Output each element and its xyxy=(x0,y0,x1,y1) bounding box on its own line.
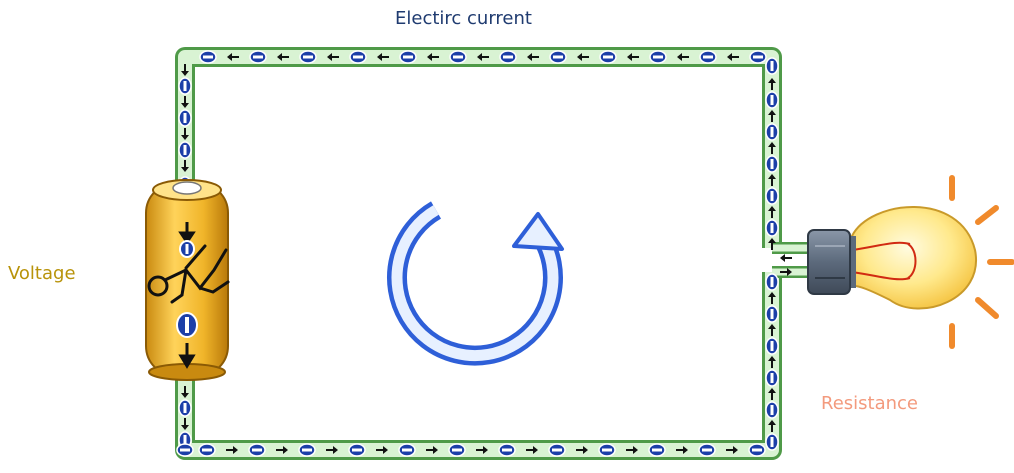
flow-arrow-icon xyxy=(227,53,239,61)
flow-arrow-icon xyxy=(768,174,776,186)
electron-minus-icon xyxy=(178,141,192,159)
flow-arrow-icon xyxy=(768,292,776,304)
electron-minus-icon xyxy=(765,187,779,205)
flow-arrow-icon xyxy=(768,388,776,400)
electron-minus-icon xyxy=(765,401,779,419)
flow-arrow-icon xyxy=(768,206,776,218)
electron-minus-icon xyxy=(765,219,779,237)
circular-arrow-icon xyxy=(387,201,564,366)
flow-arrow-icon xyxy=(768,238,776,250)
flow-arrow-icon xyxy=(726,446,738,454)
flow-arrow-icon xyxy=(626,446,638,454)
electron-minus-icon xyxy=(348,443,366,457)
electron-minus-icon xyxy=(765,305,779,323)
electron-minus-icon xyxy=(199,50,217,64)
electron-minus-icon xyxy=(549,50,567,64)
electron-minus-icon xyxy=(298,443,316,457)
electron-minus-icon xyxy=(649,50,667,64)
wire xyxy=(175,47,812,460)
flow-arrow-icon xyxy=(677,53,689,61)
electron-minus-icon xyxy=(749,50,767,64)
flow-arrow-icon xyxy=(377,53,389,61)
electron-minus-icon xyxy=(765,433,779,451)
electron-minus-icon xyxy=(599,50,617,64)
electron-minus-icon xyxy=(198,443,216,457)
flow-arrow-icon xyxy=(526,446,538,454)
light-bulb-icon xyxy=(807,175,1014,349)
electron-minus-icon xyxy=(765,123,779,141)
electron-minus-icon xyxy=(448,443,466,457)
electron-minus-icon xyxy=(178,399,192,417)
flow-arrow-icon xyxy=(477,53,489,61)
electron-minus-icon xyxy=(449,50,467,64)
electron-minus-icon xyxy=(176,443,194,457)
flow-arrow-icon xyxy=(326,446,338,454)
flow-arrow-icon xyxy=(276,446,288,454)
flow-arrow-icon xyxy=(576,446,588,454)
flow-arrow-icon xyxy=(376,446,388,454)
flow-arrow-icon xyxy=(727,53,739,61)
battery-icon xyxy=(145,179,230,381)
electron-minus-icon xyxy=(349,50,367,64)
flow-arrow-icon xyxy=(426,446,438,454)
flow-arrow-icon xyxy=(676,446,688,454)
flow-arrow-icon xyxy=(427,53,439,61)
electron-minus-icon xyxy=(178,109,192,127)
electron-flow xyxy=(176,50,792,457)
flow-arrow-icon xyxy=(327,53,339,61)
flow-arrow-icon xyxy=(181,160,189,172)
resistance-label: Resistance xyxy=(821,393,918,414)
flow-arrow-icon xyxy=(577,53,589,61)
flow-arrow-icon xyxy=(527,53,539,61)
flow-arrow-icon xyxy=(181,418,189,430)
flow-arrow-icon xyxy=(768,356,776,368)
electron-minus-icon xyxy=(248,443,266,457)
electron-minus-icon xyxy=(699,50,717,64)
flow-arrow-icon xyxy=(780,254,792,262)
title-label: Electirc current xyxy=(395,8,532,29)
flow-arrow-icon xyxy=(181,128,189,140)
flow-arrow-icon xyxy=(476,446,488,454)
electron-minus-icon xyxy=(748,443,766,457)
flow-arrow-icon xyxy=(768,110,776,122)
flow-arrow-icon xyxy=(768,324,776,336)
electron-minus-icon xyxy=(499,50,517,64)
electron-minus-icon xyxy=(765,337,779,355)
electron-minus-icon xyxy=(598,443,616,457)
electron-minus-icon xyxy=(765,57,779,75)
electron-minus-icon xyxy=(765,155,779,173)
electron-minus-icon xyxy=(765,369,779,387)
voltage-label: Voltage xyxy=(8,263,76,284)
electron-minus-icon xyxy=(399,50,417,64)
flow-arrow-icon xyxy=(768,78,776,90)
flow-arrow-icon xyxy=(226,446,238,454)
electron-minus-icon xyxy=(299,50,317,64)
electron-minus-icon xyxy=(648,443,666,457)
flow-arrow-icon xyxy=(780,268,792,276)
electron-minus-icon xyxy=(178,77,192,95)
electron-minus-icon xyxy=(765,273,779,291)
electron-minus-icon xyxy=(498,443,516,457)
flow-arrow-icon xyxy=(768,142,776,154)
electron-minus-icon xyxy=(698,443,716,457)
electron-minus-icon xyxy=(765,91,779,109)
electron-minus-icon xyxy=(249,50,267,64)
flow-arrow-icon xyxy=(768,420,776,432)
flow-arrow-icon xyxy=(181,64,189,76)
flow-arrow-icon xyxy=(627,53,639,61)
electron-minus-icon xyxy=(548,443,566,457)
flow-arrow-icon xyxy=(181,96,189,108)
flow-arrow-icon xyxy=(277,53,289,61)
flow-arrow-icon xyxy=(181,386,189,398)
electron-minus-icon xyxy=(398,443,416,457)
